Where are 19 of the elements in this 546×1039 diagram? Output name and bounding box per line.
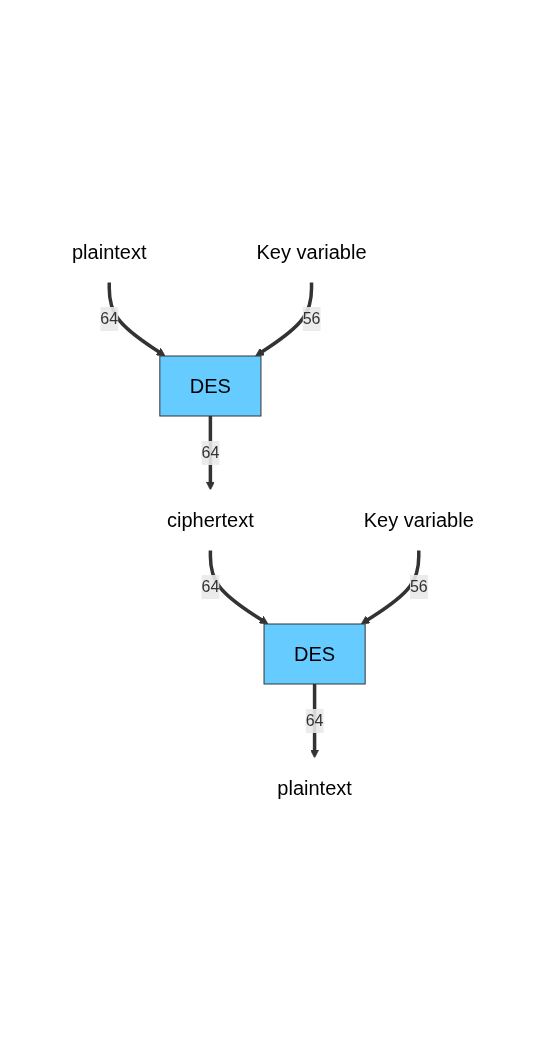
arrow (206, 415, 215, 490)
edge-label: 64 (201, 577, 220, 595)
arrow (107, 281, 166, 356)
node-text: plaintext (72, 240, 147, 263)
arrow (255, 281, 314, 356)
node-box: DES (263, 623, 366, 684)
node-text: ciphertext (167, 508, 254, 531)
arrow (208, 549, 269, 624)
edge-label: 56 (409, 577, 428, 595)
edge-label: 64 (305, 711, 324, 729)
edge-label: 56 (302, 309, 321, 327)
node-text: Key variable (363, 508, 474, 531)
node-text: Key variable (256, 240, 367, 263)
edge-label: 64 (201, 443, 220, 461)
node-box: DES (159, 355, 262, 416)
node-text: plaintext (277, 776, 352, 799)
arrow (360, 549, 421, 624)
arrow (310, 683, 320, 758)
edge-label: 64 (100, 309, 119, 327)
